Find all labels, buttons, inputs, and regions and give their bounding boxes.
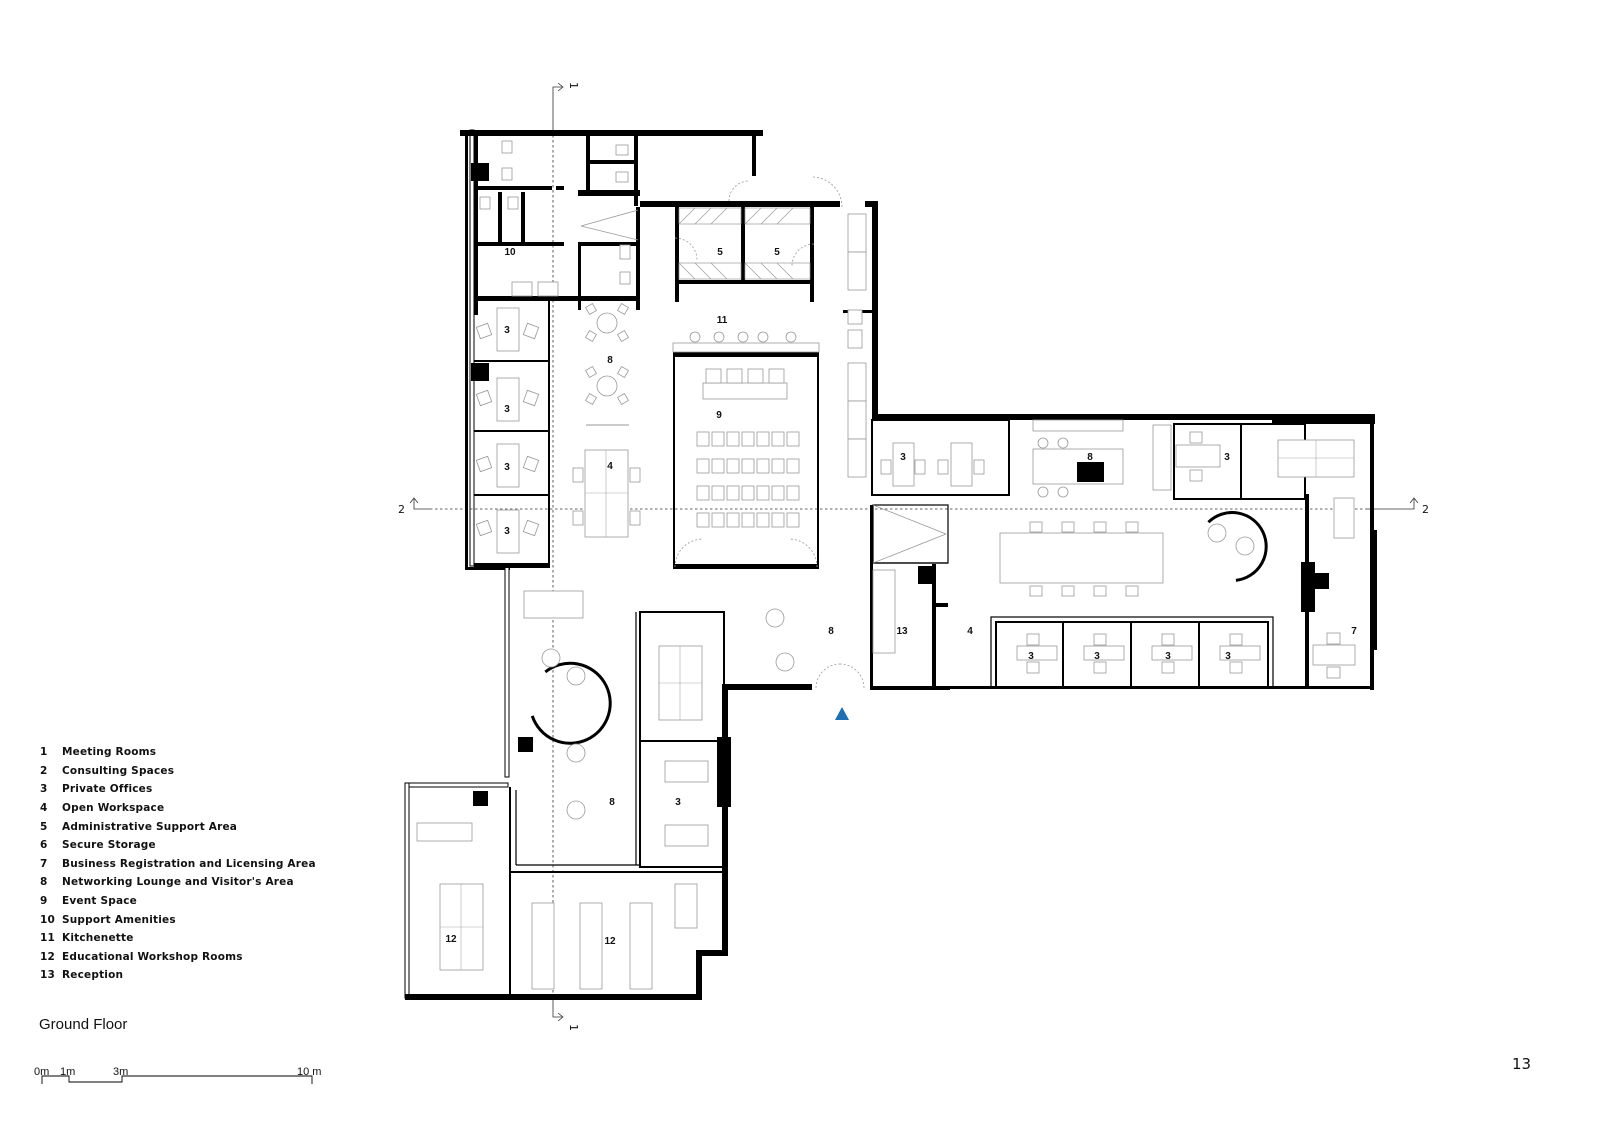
room-label-3-e2: 3 [1224, 452, 1230, 463]
room-label-3-sw: 3 [675, 797, 681, 808]
room-label-10: 10 [504, 247, 516, 258]
room-label-3-w2: 3 [504, 404, 510, 415]
room-label-3-w4: 3 [504, 526, 510, 537]
scale-bar [41, 1075, 313, 1084]
drawing-title: Ground Floor [39, 1016, 128, 1033]
room-label-3-w3: 3 [504, 462, 510, 473]
room-label-8-mid: 8 [828, 626, 834, 637]
room-label-12-e: 12 [604, 936, 616, 947]
section-1-bottom-label: 1 [567, 1024, 580, 1031]
room-label-3-s4: 3 [1225, 651, 1231, 662]
doors [674, 176, 865, 689]
room-label-13: 13 [896, 626, 908, 637]
room-label-3-s1: 3 [1028, 651, 1034, 662]
room-labels: 10 5 5 11 3 3 3 3 8 4 9 3 8 3 8 13 4 3 3… [445, 247, 1357, 947]
room-label-7: 7 [1351, 626, 1357, 637]
room-label-3-e1: 3 [900, 452, 906, 463]
scale-label-3: 3m [113, 1066, 129, 1078]
room-label-4-e: 4 [967, 626, 973, 637]
section-1-top-label: 1 [567, 82, 580, 89]
section-2-left-label: 2 [398, 503, 405, 516]
room-label-3-s2: 3 [1094, 651, 1100, 662]
room-label-9: 9 [716, 410, 722, 421]
room-label-5b: 5 [774, 247, 780, 258]
room-label-4-w: 4 [607, 461, 613, 472]
room-label-8-e: 8 [1087, 452, 1093, 463]
entrance-marker-icon [835, 707, 849, 720]
interior-walls [471, 136, 1329, 998]
room-label-11: 11 [717, 315, 728, 326]
scale-label-1: 1m [60, 1066, 76, 1078]
room-label-5a: 5 [717, 247, 723, 258]
exterior-walls [404, 129, 1377, 1000]
scale-label-10: 10 m [297, 1066, 322, 1078]
room-label-12-w: 12 [445, 934, 457, 945]
page-number: 13 [1512, 1055, 1532, 1073]
room-label-3-s3: 3 [1165, 651, 1171, 662]
room-label-8-sw: 8 [609, 797, 615, 808]
room-label-3-w1: 3 [504, 325, 510, 336]
scale-label-0: 0m [34, 1066, 50, 1078]
furniture [416, 140, 1356, 990]
room-label-8-nw: 8 [607, 355, 613, 366]
section-2-right-label: 2 [1422, 503, 1429, 516]
